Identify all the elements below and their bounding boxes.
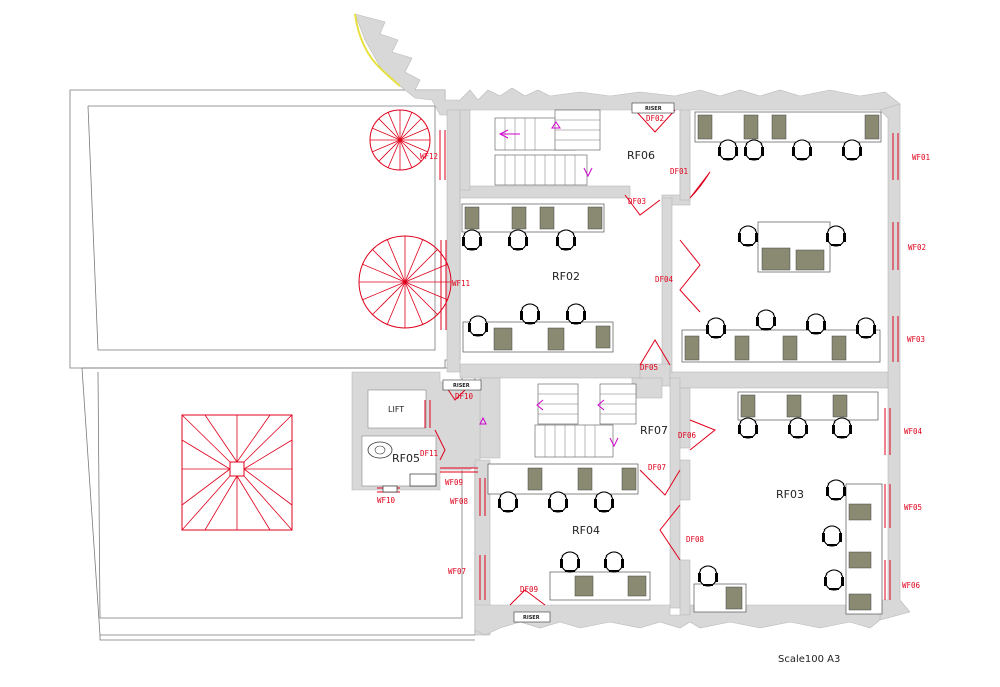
- courtyard-outline: [69, 89, 476, 641]
- window-label-wf10: WF10: [377, 496, 396, 505]
- room-label-rf06: RF06: [627, 149, 655, 162]
- scale-note: Scale100 A3: [778, 654, 840, 665]
- riser-box-top: [631, 102, 675, 114]
- window-label-wf09: WF09: [445, 478, 463, 487]
- riser-label-top: RISER: [645, 106, 662, 112]
- door-label-df10: DF10: [455, 392, 474, 401]
- workstations-rf03-side: [821, 479, 883, 615]
- window-label-wf06: WF06: [902, 581, 921, 590]
- door-labels: DF01 DF02 DF03 DF04 DF05 DF06 DF07 DF08 …: [420, 114, 705, 594]
- window-label-wf04: WF04: [904, 427, 923, 436]
- workstations-rf04-bottom: [549, 551, 651, 601]
- roof-lantern: [181, 414, 293, 531]
- window-label-wf01: WF01: [912, 153, 930, 162]
- window-label-wf02: WF02: [908, 243, 926, 252]
- door-label-df05: DF05: [640, 363, 658, 372]
- window-label-wf08: WF08: [450, 497, 469, 506]
- door-label-df07: DF07: [648, 463, 666, 472]
- window-label-wf07: WF07: [448, 567, 466, 576]
- riser-label-middle: RISER: [453, 383, 470, 389]
- window-label-wf11: WF11: [452, 279, 470, 288]
- room-label-rf07: RF07: [640, 424, 668, 437]
- door-label-df08: DF08: [686, 535, 705, 544]
- window-markers: [377, 130, 899, 600]
- workstations-rf02-top: [461, 203, 605, 251]
- fixture-labels: LIFT RISER RISER RISER: [388, 106, 662, 621]
- door-label-df03: DF03: [628, 197, 646, 206]
- spiral-feature-top: [369, 109, 431, 171]
- toilet-fixture: [367, 441, 393, 459]
- door-label-df09: DF09: [520, 585, 538, 594]
- spiral-feature-middle: [358, 235, 452, 329]
- door-label-df02: DF02: [646, 114, 664, 123]
- workstations-rf04-top: [487, 463, 639, 513]
- room-label-rf04: RF04: [572, 524, 600, 537]
- stairs-rf07: [479, 383, 637, 458]
- door-swings: [434, 109, 716, 606]
- room-labels: RF02 RF03 RF04 RF05 RF06 RF07: [392, 149, 804, 537]
- building-walls: [351, 13, 911, 636]
- stairs-rf06: [494, 109, 601, 186]
- lift-label: LIFT: [388, 405, 404, 414]
- workstations-rf01-top: [694, 111, 882, 161]
- door-label-df06: DF06: [678, 431, 697, 440]
- door-label-df01: DF01: [670, 167, 688, 176]
- workstations-rf01-bottom: [681, 309, 881, 363]
- edge-highlight: [354, 13, 401, 87]
- workstations-rf03-bottom: [693, 565, 747, 613]
- room-label-rf05: RF05: [392, 452, 420, 465]
- workstations-rf02-bottom: [462, 303, 614, 353]
- workstations-rf01-middle: [737, 221, 847, 273]
- window-label-wf12: WF12: [420, 152, 438, 161]
- window-label-wf05: WF05: [904, 503, 922, 512]
- room-label-rf03: RF03: [776, 488, 804, 501]
- door-label-df11: DF11: [420, 449, 438, 458]
- window-labels: WF01 WF02 WF03 WF04 WF05 WF06 WF07 WF08 …: [377, 152, 930, 590]
- window-label-wf03: WF03: [907, 335, 925, 344]
- sink-fixture: [409, 473, 437, 487]
- door-label-df04: DF04: [655, 275, 674, 284]
- riser-box-bottom: [513, 611, 551, 623]
- riser-label-bottom: RISER: [523, 615, 540, 621]
- workstations-rf03-top: [737, 391, 879, 439]
- riser-box-middle: [442, 379, 482, 391]
- room-label-rf02: RF02: [552, 270, 580, 283]
